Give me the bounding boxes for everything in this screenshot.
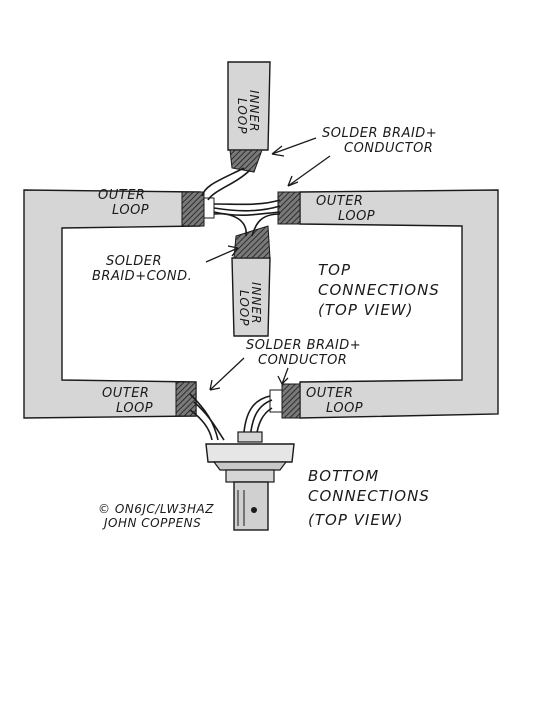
- top-connections-caption: TOP CONNECTIONS (TOP VIEW): [318, 260, 440, 320]
- bottom-junction-wires: [189, 393, 273, 441]
- solder-note-bottom-line1: SOLDER BRAID+: [246, 338, 362, 353]
- solder-note-top-line2: CONDUCTOR: [344, 141, 434, 156]
- top-connections-line3: (TOP VIEW): [318, 301, 414, 319]
- braid-outer-right-top: [277, 191, 301, 225]
- inner-loop-label-middle: INNER LOOP: [237, 282, 263, 326]
- bottom-connections-line2: CONNECTIONS: [308, 487, 430, 505]
- credit-line2: JOHN COPPENS: [104, 516, 202, 530]
- credit: © ON6JC/LW3HAZ JOHN COPPENS: [98, 502, 214, 530]
- outer-loop-label-top-right: OUTER LOOP: [316, 194, 375, 224]
- solder-note-top-line1: SOLDER BRAID+: [322, 126, 438, 141]
- outer-loop-word-loop: LOOP: [326, 401, 364, 416]
- top-connections-line1: TOP: [318, 261, 352, 279]
- solder-note-top: SOLDER BRAID+ CONDUCTOR: [322, 126, 437, 156]
- bottom-connections-caption: BOTTOM CONNECTIONS (TOP VIEW): [308, 466, 430, 530]
- inner-loop-word-inner: INNER: [249, 282, 263, 325]
- outer-loop-word-outer: OUTER: [102, 386, 150, 401]
- solder-note-middle: SOLDER BRAID+COND.: [92, 254, 192, 284]
- outer-loop-cable-left: [23, 189, 201, 419]
- top-junction-wires: [201, 167, 281, 237]
- outer-loop-word-loop: LOOP: [338, 209, 376, 224]
- inner-loop-word-inner: INNER: [247, 90, 261, 133]
- outer-loop-label-top-left: OUTER LOOP: [98, 188, 149, 218]
- solder-note-middle-line1: SOLDER: [106, 254, 162, 269]
- braid-outer-left-top: [181, 191, 215, 227]
- inner-loop-label-top: INNER LOOP: [235, 90, 261, 134]
- top-connections-line2: CONNECTIONS: [318, 281, 440, 299]
- outer-loop-word-outer: OUTER: [316, 194, 364, 209]
- credit-line1: © ON6JC/LW3HAZ: [98, 502, 214, 516]
- outer-loop-cable-right: [299, 189, 499, 419]
- solder-note-bottom: SOLDER BRAID+ CONDUCTOR: [246, 338, 361, 368]
- solder-note-bottom-line2: CONDUCTOR: [258, 353, 348, 368]
- outer-loop-word-loop: LOOP: [112, 203, 150, 218]
- arrows: [205, 137, 331, 391]
- outer-loop-label-bottom-left: OUTER LOOP: [102, 386, 153, 416]
- braid-outer-right-bottom: [269, 383, 301, 419]
- outer-loop-word-outer: OUTER: [306, 386, 354, 401]
- bottom-connections-line1: BOTTOM: [308, 467, 380, 485]
- bottom-connections-line3: (TOP VIEW): [308, 511, 404, 529]
- outer-loop-word-outer: OUTER: [98, 188, 146, 203]
- braid-outer-left-bottom: [175, 381, 197, 417]
- connector: [205, 431, 295, 531]
- solder-note-middle-line2: BRAID+COND.: [92, 269, 193, 284]
- inner-loop-cable-middle: [231, 225, 271, 337]
- outer-loop-label-bottom-right: OUTER LOOP: [306, 386, 363, 416]
- outer-loop-word-loop: LOOP: [116, 401, 154, 416]
- inner-loop-cable-top: [227, 61, 271, 173]
